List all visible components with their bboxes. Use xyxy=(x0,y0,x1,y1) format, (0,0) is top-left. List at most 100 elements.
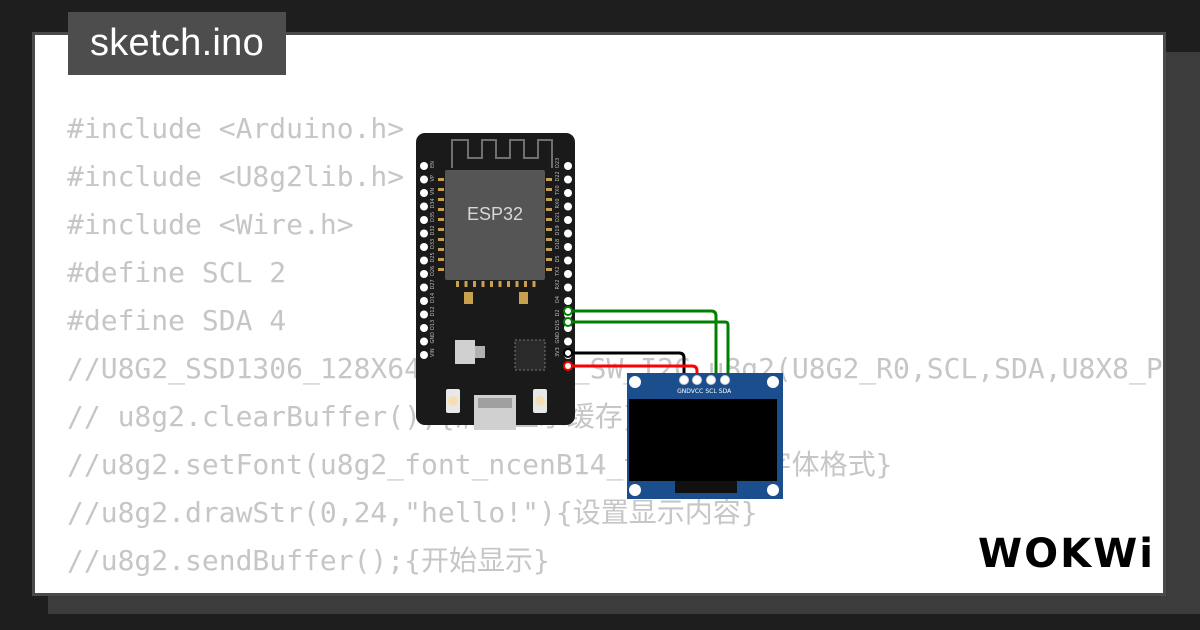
chip-pad xyxy=(438,238,444,241)
file-name-tab[interactable]: sketch.ino xyxy=(68,12,286,75)
chip-pad xyxy=(546,218,552,221)
pin-label: D14 xyxy=(430,293,436,303)
header-pin[interactable] xyxy=(420,270,428,278)
header-pin[interactable] xyxy=(420,310,428,319)
header-pin[interactable] xyxy=(564,189,572,197)
header-pin[interactable] xyxy=(420,297,428,305)
mount-hole xyxy=(767,376,779,388)
wire-end xyxy=(563,317,573,327)
header-pin[interactable] xyxy=(420,337,428,346)
header-pin[interactable] xyxy=(420,243,428,251)
chip-pad xyxy=(464,281,468,287)
smd-pad xyxy=(519,292,528,304)
header-pin[interactable] xyxy=(420,162,428,170)
mount-hole xyxy=(767,484,779,496)
oled-pin[interactable] xyxy=(679,375,689,385)
scl-wire[interactable] xyxy=(568,309,718,378)
oled-pin[interactable] xyxy=(706,375,716,385)
code-card: #include <Arduino.h>#include <U8g2lib.h>… xyxy=(32,32,1166,596)
chip-pad xyxy=(532,281,536,287)
pin-label: EN xyxy=(430,161,436,168)
antenna-trace xyxy=(451,139,553,168)
gnd-wire[interactable] xyxy=(568,351,686,378)
wires xyxy=(568,309,730,378)
usb-port-opening xyxy=(478,398,512,408)
sda-wire[interactable] xyxy=(568,320,730,378)
header-pin[interactable] xyxy=(564,216,572,224)
pin-label: VIN xyxy=(430,348,436,357)
chip-pad xyxy=(515,281,519,287)
chip-pad xyxy=(546,268,552,271)
pin-label: D35 xyxy=(430,212,436,222)
pin-label: D22 xyxy=(555,171,561,181)
wire-endpoints xyxy=(563,306,573,371)
pin-label: D25 xyxy=(430,252,436,262)
vcc-wire[interactable] xyxy=(568,364,699,378)
header-pin[interactable] xyxy=(564,297,572,305)
chip-pad xyxy=(507,281,510,287)
chip-pad xyxy=(438,208,444,211)
chip-pad xyxy=(438,218,444,221)
pin-label: TX0 xyxy=(555,185,561,196)
pin-label: D27 xyxy=(430,279,436,289)
header-pin[interactable] xyxy=(564,229,572,238)
chip-pins xyxy=(438,178,552,287)
pin-label: TX2 xyxy=(555,266,561,277)
chip-pad xyxy=(546,248,552,251)
header-pin[interactable] xyxy=(420,216,428,224)
header-pin[interactable] xyxy=(420,351,428,359)
code-line: U8G2_SSD1306_128X64_NONAME_F_SW_I2C u8g2… xyxy=(67,585,1163,593)
oled-pin[interactable] xyxy=(692,375,702,385)
chip-pad xyxy=(456,281,459,287)
wire-end xyxy=(563,306,573,316)
header-pin[interactable] xyxy=(420,256,428,265)
chip-pad xyxy=(546,228,552,231)
esp32-chip xyxy=(445,170,545,280)
code-line: //U8G2_SSD1306_128X64_NONAME_F_SW_I2C u8… xyxy=(67,352,1163,385)
header-pin[interactable] xyxy=(420,189,428,197)
pin-label: VP xyxy=(430,175,436,181)
wire-end xyxy=(563,348,573,358)
pin-label: RX2 xyxy=(555,279,561,289)
header-pin[interactable] xyxy=(564,243,572,251)
oled-screen xyxy=(629,399,777,481)
pin-label: D33 xyxy=(430,239,436,249)
chip-pad xyxy=(438,178,444,181)
pin-label: D32 xyxy=(430,225,436,235)
header-pin[interactable] xyxy=(564,256,572,265)
header-pin[interactable] xyxy=(420,202,428,211)
code-line: #define SDA 4 xyxy=(67,304,287,337)
chip-pad xyxy=(438,198,444,201)
regulator-tab xyxy=(475,346,485,358)
header-pin[interactable] xyxy=(420,324,428,332)
esp32-board[interactable]: ESP32 ENVPVND34D35D32D33D25D26D27D14D12D… xyxy=(416,133,575,430)
header-pin[interactable] xyxy=(564,175,572,184)
chip-pad xyxy=(490,281,493,287)
header-pin[interactable] xyxy=(420,175,428,184)
header-pin[interactable] xyxy=(564,337,572,346)
header-pin[interactable] xyxy=(564,162,572,170)
mount-hole xyxy=(629,484,641,496)
pin-label: RX0 xyxy=(555,198,561,208)
pin-label: VN xyxy=(430,188,436,195)
chip-pad xyxy=(546,188,552,191)
chip-pad xyxy=(546,258,552,261)
header-pin[interactable] xyxy=(564,283,572,292)
header-pin[interactable] xyxy=(564,270,572,278)
code-editor: #include <Arduino.h>#include <U8g2lib.h>… xyxy=(67,105,1163,593)
brand-wordmark: WOKWi xyxy=(978,531,1150,577)
header-pin[interactable] xyxy=(564,202,572,211)
pin-label: D26 xyxy=(430,266,436,276)
pin-label: D12 xyxy=(430,306,436,316)
chip-pad xyxy=(498,281,502,287)
pin-label: D18 xyxy=(555,239,561,249)
oled-pin[interactable] xyxy=(720,375,730,385)
header-pin[interactable] xyxy=(420,283,428,292)
pin-label: GND xyxy=(430,332,436,344)
header-pin[interactable] xyxy=(420,229,428,238)
pin-label: D2 xyxy=(555,309,561,316)
left-pin-header: ENVPVND34D35D32D33D25D26D27D14D12D13GNDV… xyxy=(420,161,436,359)
pin-label: D34 xyxy=(430,198,436,208)
